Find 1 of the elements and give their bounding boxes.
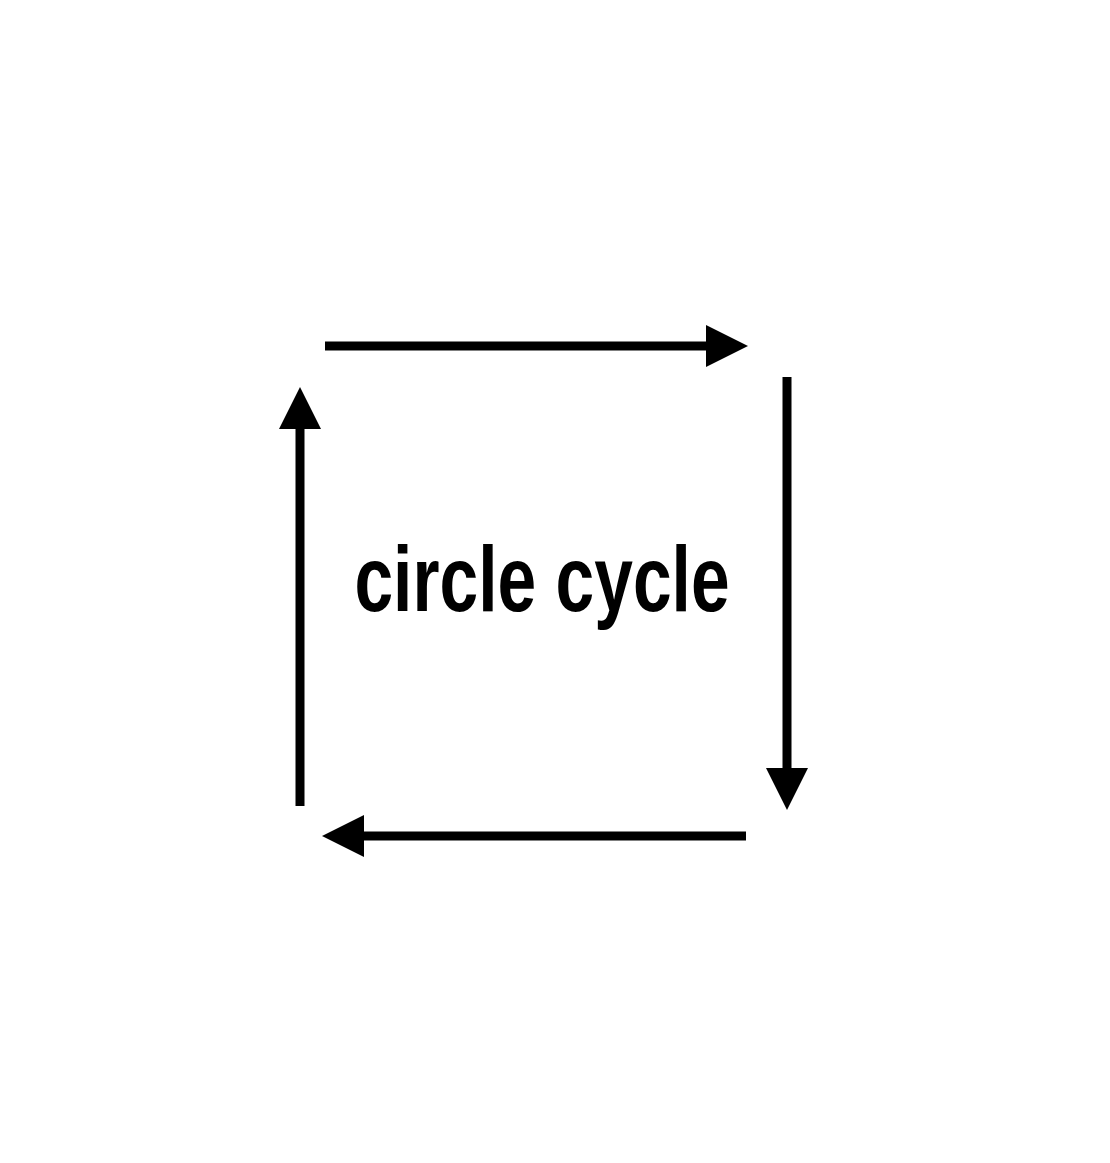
diagram-title: circle cycle <box>353 527 731 632</box>
